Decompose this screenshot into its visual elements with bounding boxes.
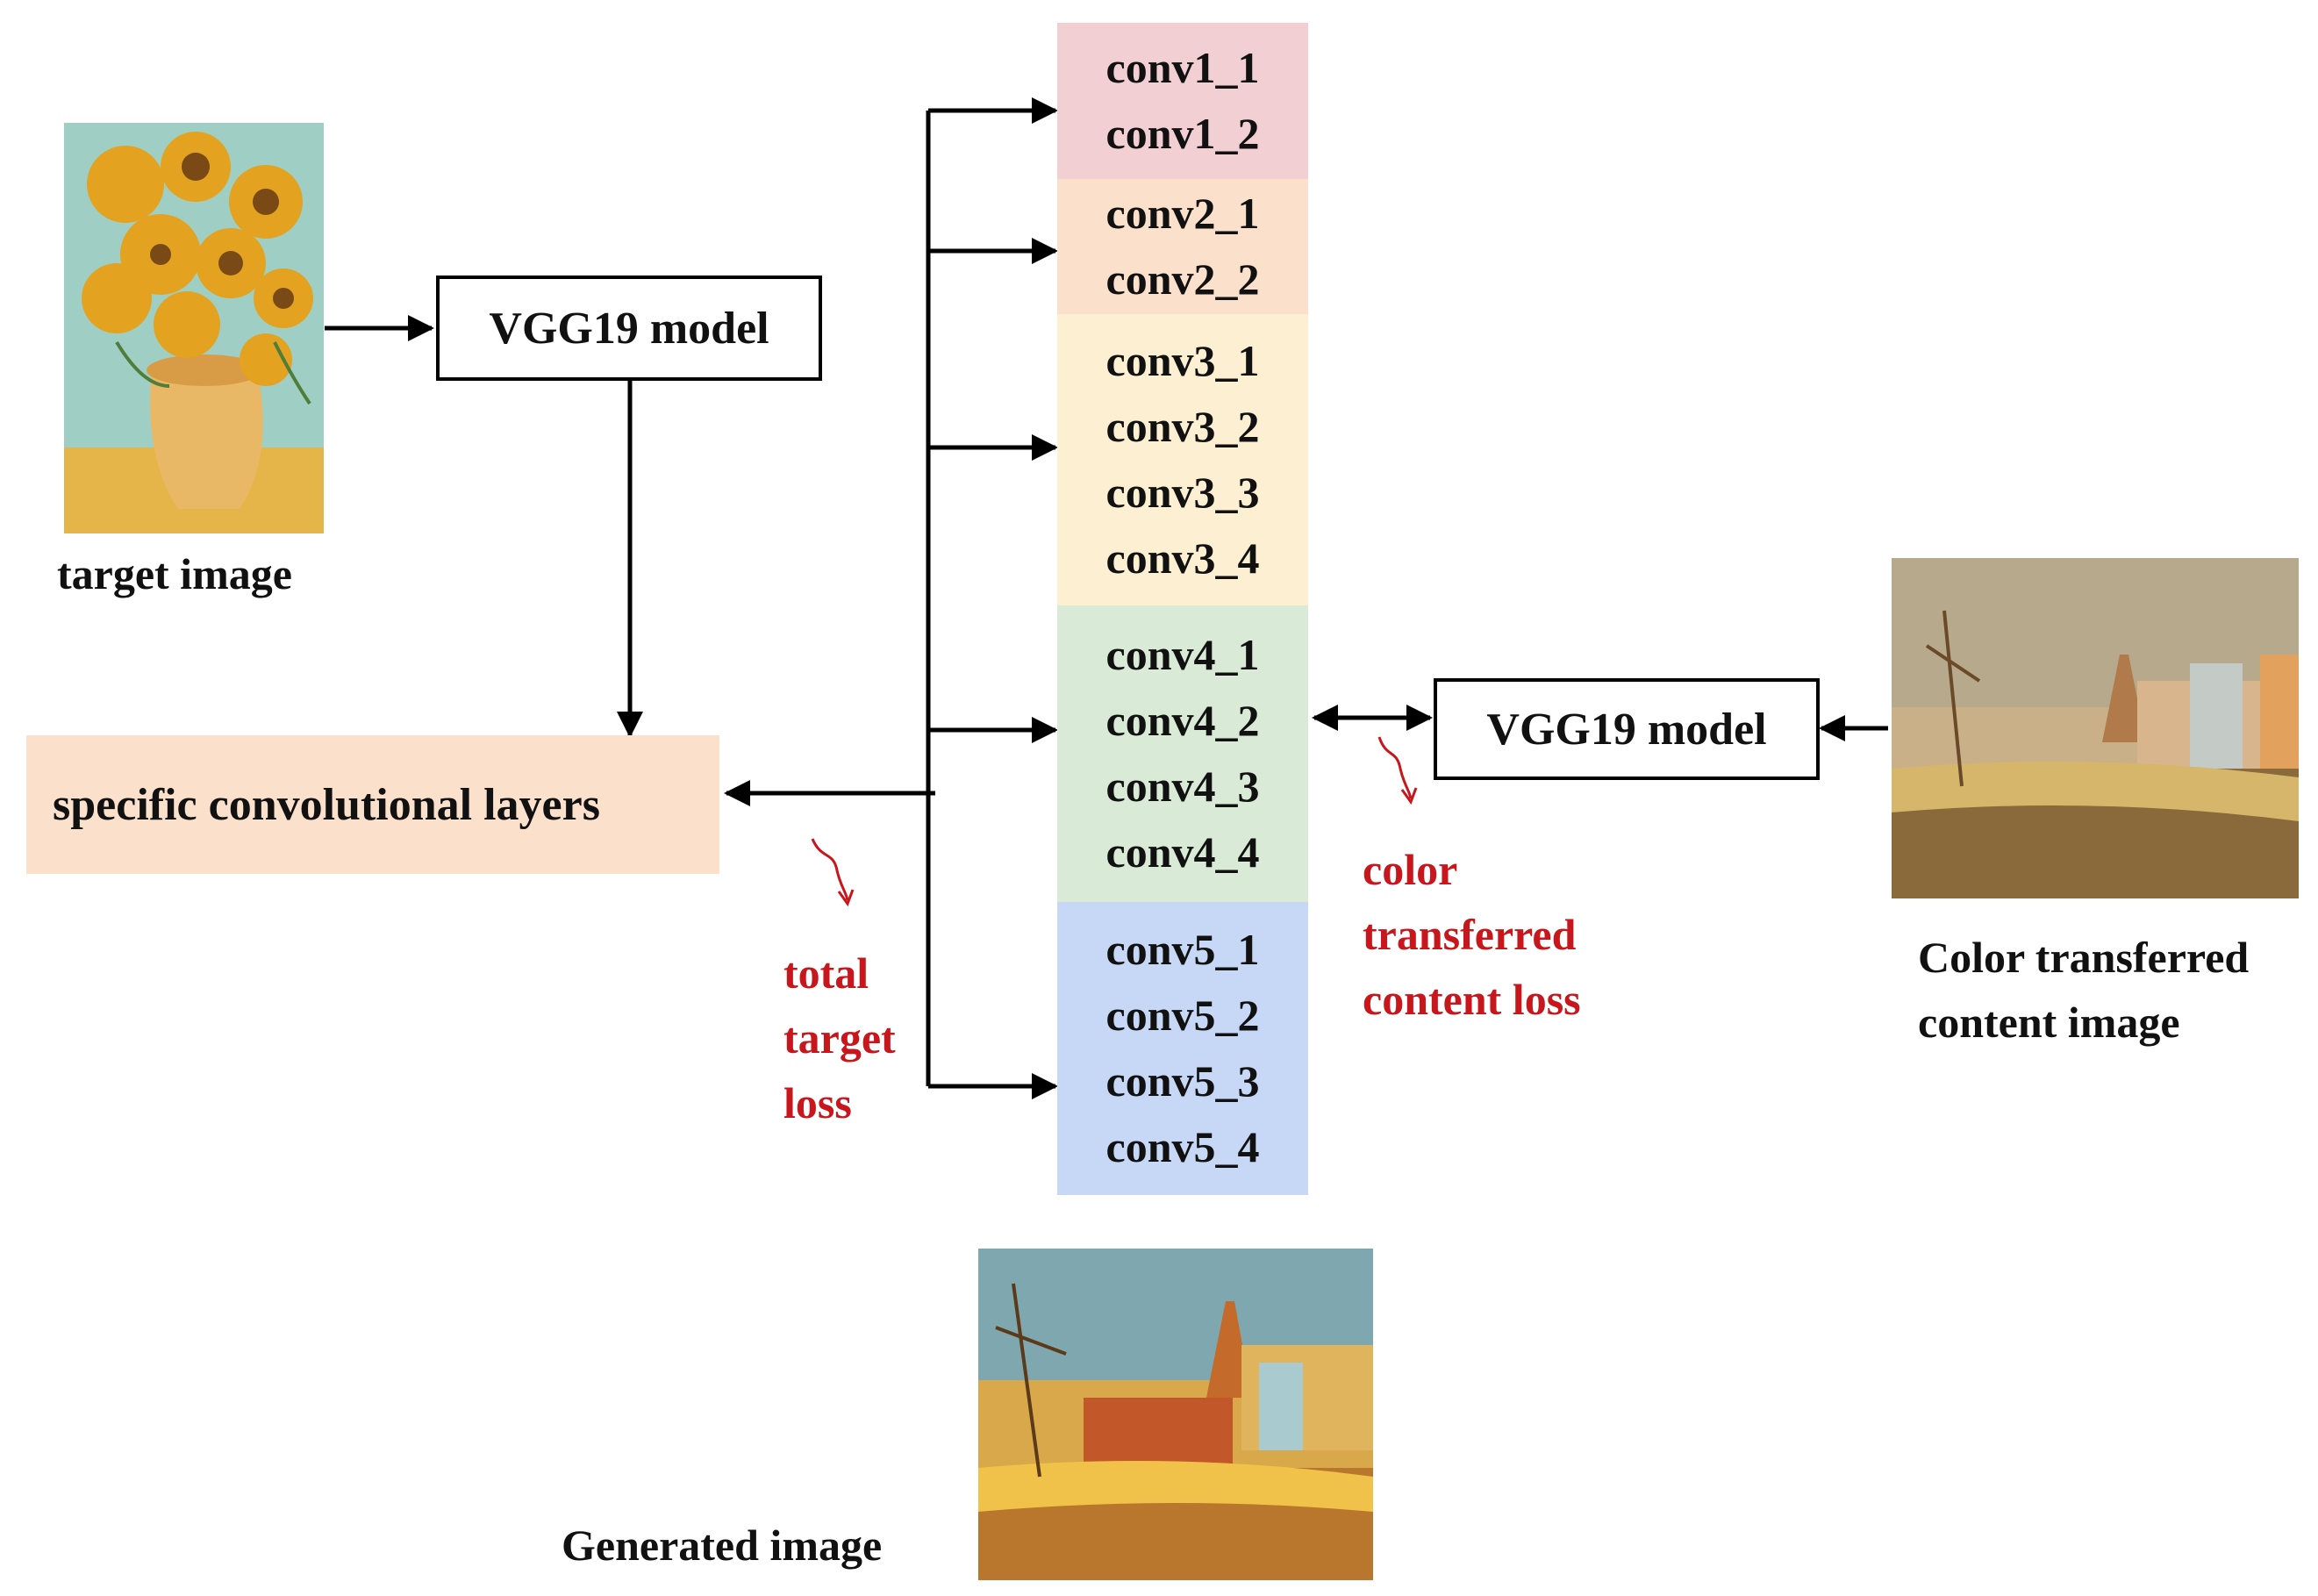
content-loss-label: color transferred content loss — [1363, 837, 1581, 1032]
layer-label: conv5_2 — [1105, 991, 1260, 1040]
specific-layers-label: specific convolutional layers — [53, 779, 600, 830]
layer-label: conv4_3 — [1105, 762, 1260, 811]
vgg19-model-box-left: VGG19 model — [436, 276, 822, 381]
generated-image-caption: Generated image — [562, 1521, 883, 1570]
layer-label: conv3_3 — [1105, 468, 1260, 517]
squiggle-content-loss — [1377, 736, 1413, 799]
layer-label: conv5_3 — [1105, 1056, 1260, 1106]
layer-label: conv4_1 — [1105, 630, 1260, 679]
layer-label: conv4_2 — [1105, 696, 1260, 745]
layer-label: conv4_4 — [1105, 827, 1260, 877]
content-image — [1892, 558, 2299, 898]
content-loss-line1: color — [1363, 845, 1458, 894]
layer-label: conv3_2 — [1105, 402, 1260, 451]
total-loss-line2: target — [783, 1013, 896, 1063]
total-loss-line3: loss — [783, 1078, 852, 1127]
content-loss-line3: content loss — [1363, 975, 1581, 1024]
content-image-caption-line2: content image — [1918, 998, 2180, 1047]
target-image — [64, 123, 324, 533]
layer-label: conv5_4 — [1105, 1122, 1260, 1171]
layer-label: conv3_4 — [1105, 533, 1260, 583]
total-target-loss-label: total target loss — [783, 941, 896, 1135]
content-image-caption: Color transferred content image — [1918, 925, 2249, 1055]
layer-label: conv1_1 — [1105, 43, 1260, 92]
target-image-caption: target image — [57, 549, 292, 598]
vgg19-model-box-right: VGG19 model — [1434, 678, 1820, 780]
layer-group-conv1: conv1_1 conv1_2 — [1057, 23, 1308, 179]
squiggle-total-loss-tip — [837, 889, 855, 907]
layer-group-conv2: conv2_1 conv2_2 — [1057, 179, 1308, 314]
squiggle-content-loss-tip — [1400, 787, 1418, 805]
layer-group-conv4: conv4_1 conv4_2 conv4_3 conv4_4 — [1057, 605, 1308, 902]
generated-image — [978, 1249, 1373, 1580]
layer-label: conv1_2 — [1105, 109, 1260, 158]
layer-label: conv5_1 — [1105, 925, 1260, 974]
sunflower-painting-icon — [64, 123, 324, 533]
total-loss-line1: total — [783, 948, 869, 998]
layer-label: conv3_1 — [1105, 336, 1260, 385]
layer-group-conv5: conv5_1 conv5_2 conv5_3 conv5_4 — [1057, 902, 1308, 1195]
townscape-photo-icon — [1892, 558, 2299, 898]
layer-group-conv3: conv3_1 conv3_2 conv3_3 conv3_4 — [1057, 314, 1308, 605]
squiggle-total-loss — [811, 838, 849, 901]
specific-layers-box: specific convolutional layers — [26, 735, 719, 874]
content-loss-line2: transferred — [1363, 910, 1577, 959]
layer-label: conv2_2 — [1105, 254, 1260, 304]
layer-label: conv2_1 — [1105, 189, 1260, 238]
content-image-caption-line1: Color transferred — [1918, 933, 2250, 982]
stylized-townscape-icon — [978, 1249, 1373, 1580]
